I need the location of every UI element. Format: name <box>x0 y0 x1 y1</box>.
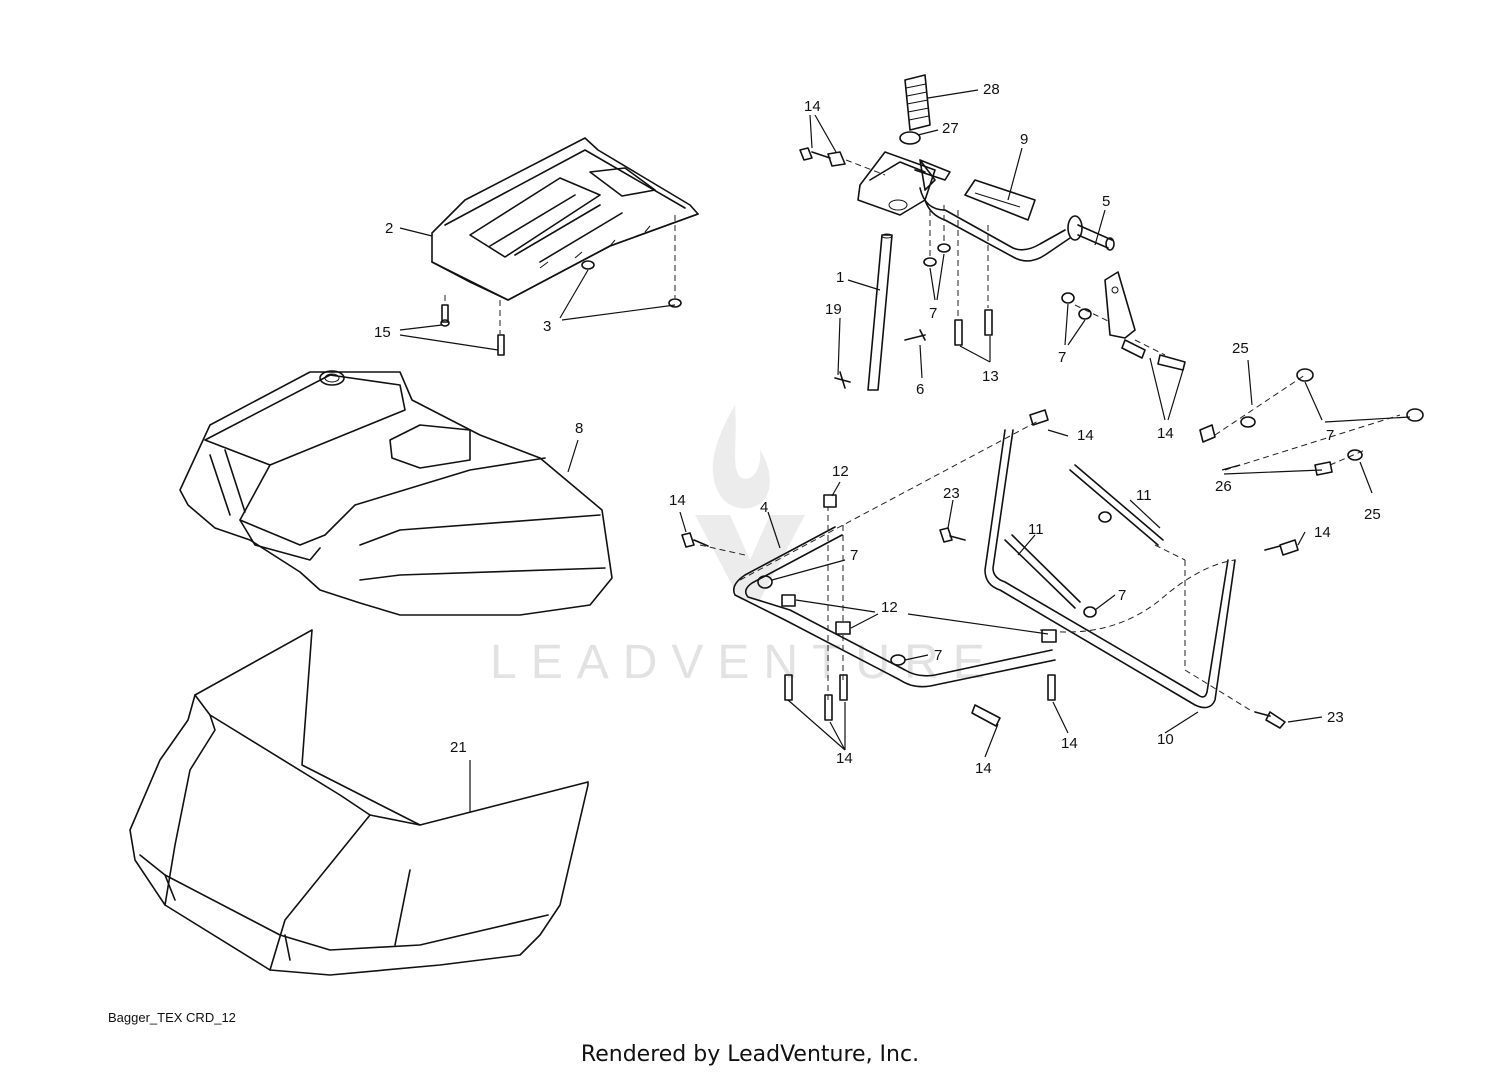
callout-14: 14 <box>1157 425 1174 442</box>
callout-14: 14 <box>1061 735 1078 752</box>
callout-7: 7 <box>934 647 942 664</box>
reference-code: Bagger_TEX CRD_12 <box>108 1010 236 1025</box>
part-9-bracket-assembly <box>857 151 1115 262</box>
callout-19: 19 <box>825 301 842 318</box>
callout-7: 7 <box>929 305 937 322</box>
callout-9: 9 <box>1020 131 1028 148</box>
callout-25: 25 <box>1364 506 1381 523</box>
callout-8: 8 <box>575 420 583 437</box>
callout-7: 7 <box>1118 587 1126 604</box>
callout-23: 23 <box>1327 709 1344 726</box>
callout-12: 12 <box>832 463 849 480</box>
callout-1: 1 <box>836 269 844 286</box>
callout-23: 23 <box>943 485 960 502</box>
callout-14: 14 <box>1314 524 1331 541</box>
part-28-grip <box>904 74 931 131</box>
callout-2: 2 <box>385 220 393 237</box>
part-4-frame <box>732 526 1056 688</box>
callout-13: 13 <box>982 368 999 385</box>
callout-11: 11 <box>1136 487 1152 504</box>
callout-4: 4 <box>760 499 768 516</box>
callout-11: 11 <box>1028 521 1044 538</box>
callout-21: 21 <box>450 739 467 756</box>
callout-14: 14 <box>804 98 821 115</box>
hardware-bolts-top <box>440 147 1186 389</box>
callout-14: 14 <box>836 750 853 767</box>
callout-27: 27 <box>942 120 959 137</box>
hardware-lower <box>681 368 1424 729</box>
watermark-logo-icon <box>695 405 805 600</box>
callout-3: 3 <box>543 318 551 335</box>
callout-7: 7 <box>1326 427 1334 444</box>
callout-28: 28 <box>983 81 1000 98</box>
part-2-top-cover <box>431 137 699 301</box>
watermark-text: LEADVENTURE <box>490 636 999 689</box>
part-1-rod <box>867 233 893 391</box>
callout-7: 7 <box>850 547 858 564</box>
callout-labels: 28 14 27 9 5 2 1 19 7 7 13 6 14 15 3 25 … <box>374 81 1381 777</box>
part-21-front-skirt <box>129 629 589 976</box>
callout-14: 14 <box>975 760 992 777</box>
callout-5: 5 <box>1102 193 1110 210</box>
assembly-lines <box>699 374 1401 711</box>
part-5-arm <box>1104 271 1136 339</box>
part-27-washer <box>899 131 921 145</box>
callout-7: 7 <box>1058 349 1066 366</box>
footer-credit: Rendered by LeadVenture, Inc. <box>580 1042 920 1067</box>
callout-15: 15 <box>374 324 391 341</box>
callout-10: 10 <box>1157 731 1174 748</box>
leader-lines <box>399 89 1411 812</box>
part-10-frame <box>984 429 1236 709</box>
callout-14: 14 <box>669 492 686 509</box>
callout-25: 25 <box>1232 340 1249 357</box>
callout-6: 6 <box>916 381 924 398</box>
callout-14: 14 <box>1077 427 1094 444</box>
part-11-links <box>1004 464 1164 609</box>
part-8-hood <box>179 370 613 616</box>
callout-12: 12 <box>881 599 898 616</box>
callout-26: 26 <box>1215 478 1232 495</box>
